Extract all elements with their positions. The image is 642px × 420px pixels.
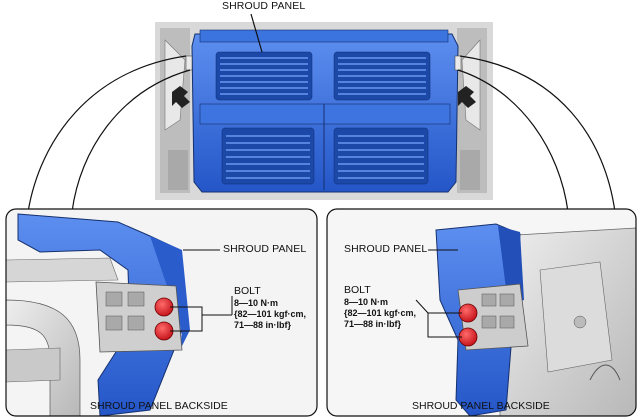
left-caption: SHROUD PANEL BACKSIDE: [90, 400, 228, 412]
right-bolt-label: BOLT: [344, 284, 371, 296]
left-torque-line1: 8—10 N·m: [234, 298, 279, 308]
left-torque-line3: 71—88 in·lbf}: [234, 320, 292, 330]
right-torque-line2: {82—101 kgf·cm,: [344, 308, 417, 318]
right-caption: SHROUD PANEL BACKSIDE: [412, 400, 550, 412]
callout-lines: [27, 13, 616, 213]
right-torque-line3: 71—88 in·lbf}: [344, 319, 402, 329]
left-leader-lines: [170, 249, 233, 332]
left-detail-illustration: [6, 209, 317, 416]
left-detail-frame: [5, 208, 318, 417]
left-shroud-panel-label: SHROUD PANEL: [223, 243, 307, 255]
right-detail-frame: [326, 208, 637, 417]
left-bolt-label: BOLT: [234, 285, 261, 297]
right-detail-illustration: [327, 209, 636, 416]
overview-illustration: [155, 22, 493, 200]
left-torque-line2: {82—101 kgf·cm,: [234, 309, 307, 319]
right-leader-lines: [415, 249, 462, 338]
right-torque-line1: 8—10 N·m: [344, 297, 389, 307]
top-shroud-panel-label: SHROUD PANEL: [222, 0, 306, 12]
right-shroud-panel-label: SHROUD PANEL: [344, 243, 428, 255]
